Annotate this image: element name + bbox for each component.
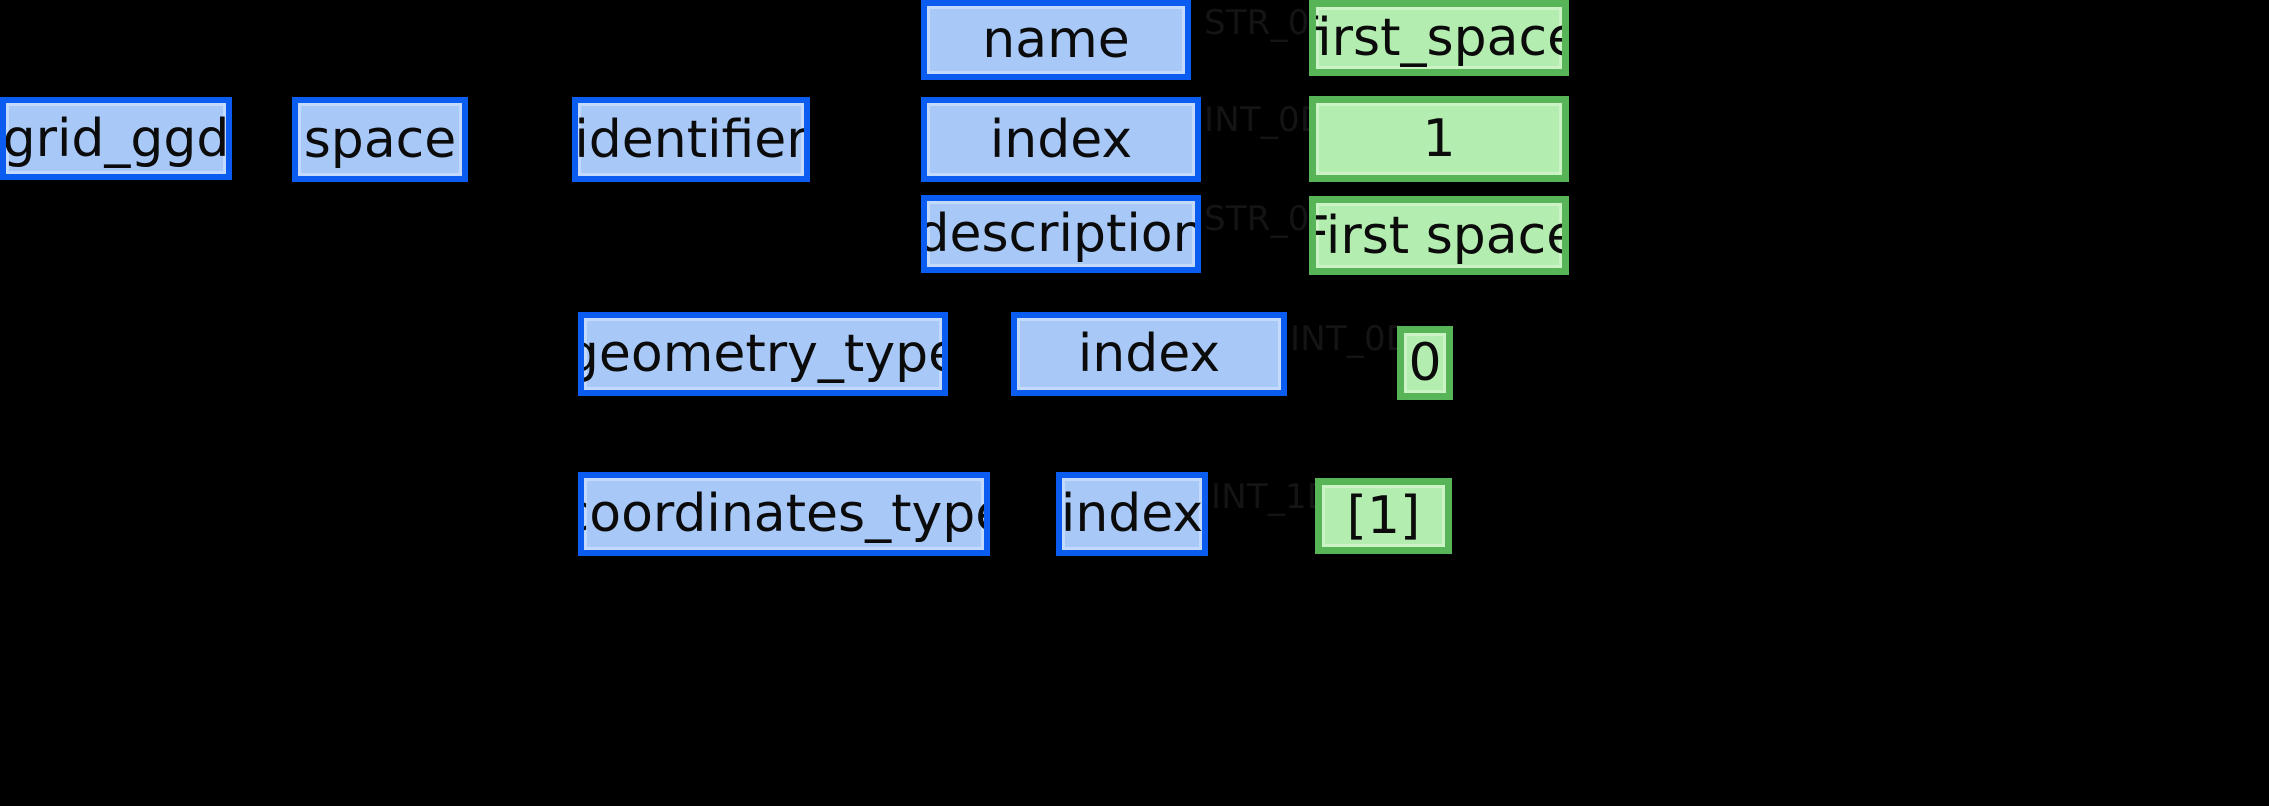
node-label-val_first_space: "first_space"	[1315, 8, 1562, 68]
edge-space-to-identifier	[464, 138, 576, 142]
node-label-coordinates_type: coordinates_type	[578, 484, 990, 544]
edge-coordinates_type-to-index_3	[986, 514, 1060, 518]
node-val_arr1[interactable]: [1]	[1315, 478, 1452, 554]
edge-name-to-val_first_space	[1187, 40, 1313, 44]
edge-space-to-coordinates_type	[464, 514, 582, 518]
edge-index_2-to-val_0	[1283, 354, 1401, 358]
node-name[interactable]: name	[921, 0, 1191, 80]
node-index_1[interactable]: index	[921, 97, 1201, 182]
edge-identifier-to-name	[806, 40, 925, 44]
edge-label-coordinates-index-type: INT_1D	[1211, 477, 1334, 517]
edge-label-geometry-index-type: INT_0D	[1290, 319, 1413, 359]
node-label-geometry_type: geometry_type	[578, 324, 948, 384]
node-label-val_1: 1	[1422, 109, 1456, 169]
node-index_2[interactable]: index	[1011, 312, 1287, 396]
node-val_0[interactable]: 0	[1397, 326, 1453, 400]
node-label-val_first_space2: "First space"	[1316, 205, 1562, 266]
node-label-index_2: index	[1077, 324, 1221, 384]
node-label-identifier: identifier	[574, 109, 808, 170]
node-index_3[interactable]: index	[1056, 472, 1208, 556]
node-label-val_arr1: [1]	[1346, 486, 1421, 546]
node-description[interactable]: description	[921, 195, 1201, 273]
node-val_first_space2[interactable]: "First space"	[1309, 196, 1569, 275]
node-label-description: description	[921, 204, 1201, 264]
node-label-space: space	[303, 109, 457, 170]
node-geometry_type[interactable]: geometry_type	[578, 312, 948, 396]
node-val_1[interactable]: 1	[1309, 96, 1569, 182]
node-space[interactable]: space	[292, 97, 468, 182]
node-label-val_0: 0	[1408, 333, 1442, 393]
edge-grid_ggd-to-space	[228, 138, 296, 142]
edge-index_3-to-val_arr1	[1204, 514, 1319, 518]
edge-index_1-to-val_1	[1197, 138, 1313, 142]
edge-geometry_type-to-index_2	[944, 354, 1015, 358]
node-label-index_3: index	[1060, 484, 1204, 544]
node-label-grid_ggd: grid_ggd	[2, 108, 230, 169]
node-grid_ggd[interactable]: grid_ggd	[0, 97, 232, 180]
node-label-name: name	[982, 10, 1130, 70]
node-coordinates_type[interactable]: coordinates_type	[578, 472, 990, 556]
edge-label-index-type: INT_0D	[1204, 100, 1327, 140]
node-label-index_1: index	[989, 109, 1133, 170]
edge-identifier-to-description	[806, 233, 925, 237]
node-identifier[interactable]: identifier	[572, 97, 810, 182]
edge-description-to-val_first_space2	[1197, 233, 1313, 237]
edge-space-to-geometry_type	[464, 354, 582, 358]
edge-identifier-to-index_1	[806, 138, 925, 142]
node-val_first_space[interactable]: "first_space"	[1309, 0, 1569, 76]
